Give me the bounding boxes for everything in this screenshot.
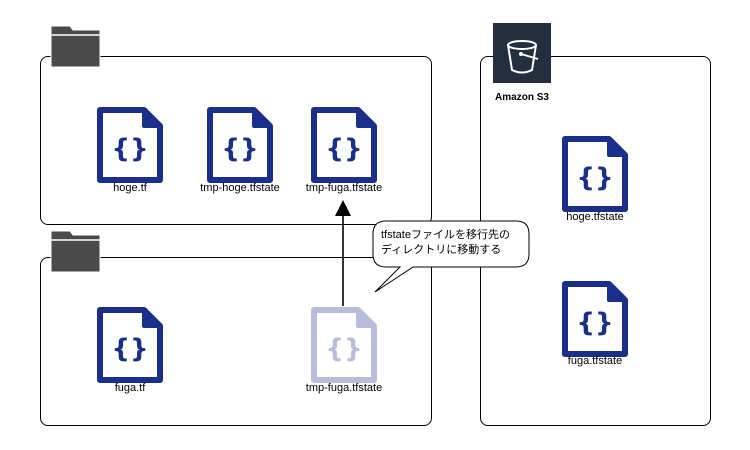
- file-label-hoge-tf: hoge.tf: [113, 182, 147, 194]
- svg-text:{}: {}: [576, 308, 613, 338]
- svg-text:{}: {}: [576, 163, 613, 193]
- file-label-tmp-fuga-tfstate: tmp-fuga.tfstate: [305, 182, 383, 194]
- s3-caption: Amazon S3: [495, 92, 549, 103]
- file-label-tmp-hoge-tfstate: tmp-hoge.tfstate: [200, 182, 280, 194]
- json-file-icon: {}: [561, 135, 629, 213]
- s3-bucket-icon: [493, 23, 551, 83]
- file-label-tmp-fuga-tfstate-source: tmp-fuga.tfstate: [305, 382, 383, 394]
- svg-text:{}: {}: [325, 334, 362, 364]
- folder-icon: [50, 230, 101, 273]
- json-file-icon: {}: [96, 306, 164, 384]
- svg-text:{}: {}: [221, 134, 258, 164]
- file-label-fuga-tf: fuga.tf: [114, 382, 146, 394]
- local-directory-1: [40, 56, 432, 225]
- json-file-icon: {}: [206, 106, 274, 184]
- callout-line-2: ディレクトリに移動する: [381, 244, 502, 256]
- json-file-icon: {}: [561, 280, 629, 358]
- file-label-fuga-tfstate: fuga.tfstate: [567, 355, 623, 367]
- folder-icon: [50, 25, 101, 68]
- json-file-icon-faded: {}: [310, 306, 378, 384]
- file-label-hoge-tfstate: hoge.tfstate: [566, 211, 624, 223]
- svg-text:{}: {}: [111, 334, 148, 364]
- svg-text:{}: {}: [325, 134, 362, 164]
- callout-text: tfstateファイルを移行先の ディレクトリに移動する: [381, 228, 510, 258]
- local-directory-2: [40, 257, 432, 426]
- json-file-icon: {}: [310, 106, 378, 184]
- json-file-icon: {}: [96, 106, 164, 184]
- svg-text:{}: {}: [111, 134, 148, 164]
- callout-line-1: tfstateファイルを移行先の: [381, 229, 510, 241]
- callout-bubble: [372, 220, 530, 293]
